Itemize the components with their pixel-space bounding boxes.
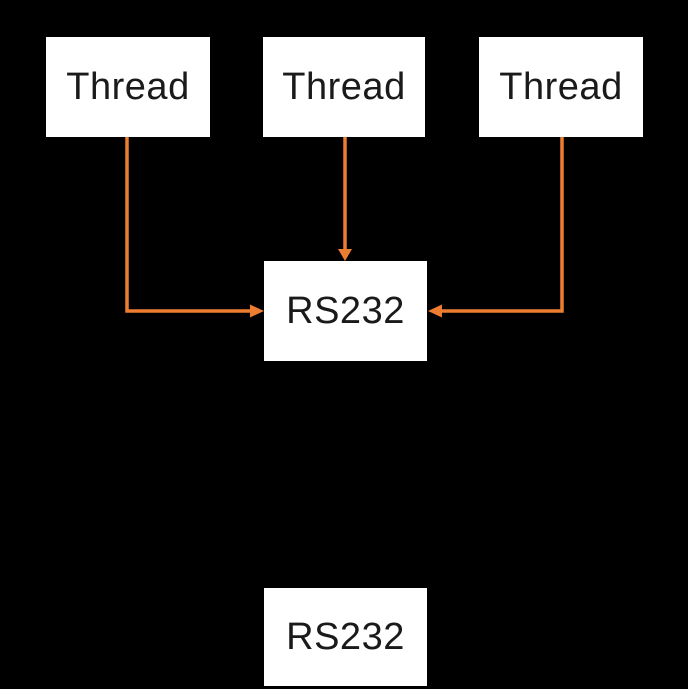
node-rs232-hub: RS232 bbox=[264, 261, 427, 361]
node-thread-2-label: Thread bbox=[282, 66, 406, 108]
node-thread-1-label: Thread bbox=[66, 66, 190, 108]
node-thread-3: Thread bbox=[479, 37, 643, 137]
node-rs232-bottom: RS232 bbox=[264, 588, 427, 686]
arrow-thread2-to-rs232 bbox=[338, 137, 352, 261]
node-thread-2: Thread bbox=[263, 37, 425, 137]
arrow-thread3-to-rs232 bbox=[428, 137, 564, 318]
node-thread-3-label: Thread bbox=[499, 66, 623, 108]
node-rs232-bottom-label: RS232 bbox=[286, 616, 405, 658]
node-thread-1: Thread bbox=[46, 37, 210, 137]
node-rs232-hub-label: RS232 bbox=[286, 290, 405, 332]
arrow-thread1-to-rs232 bbox=[125, 137, 264, 318]
